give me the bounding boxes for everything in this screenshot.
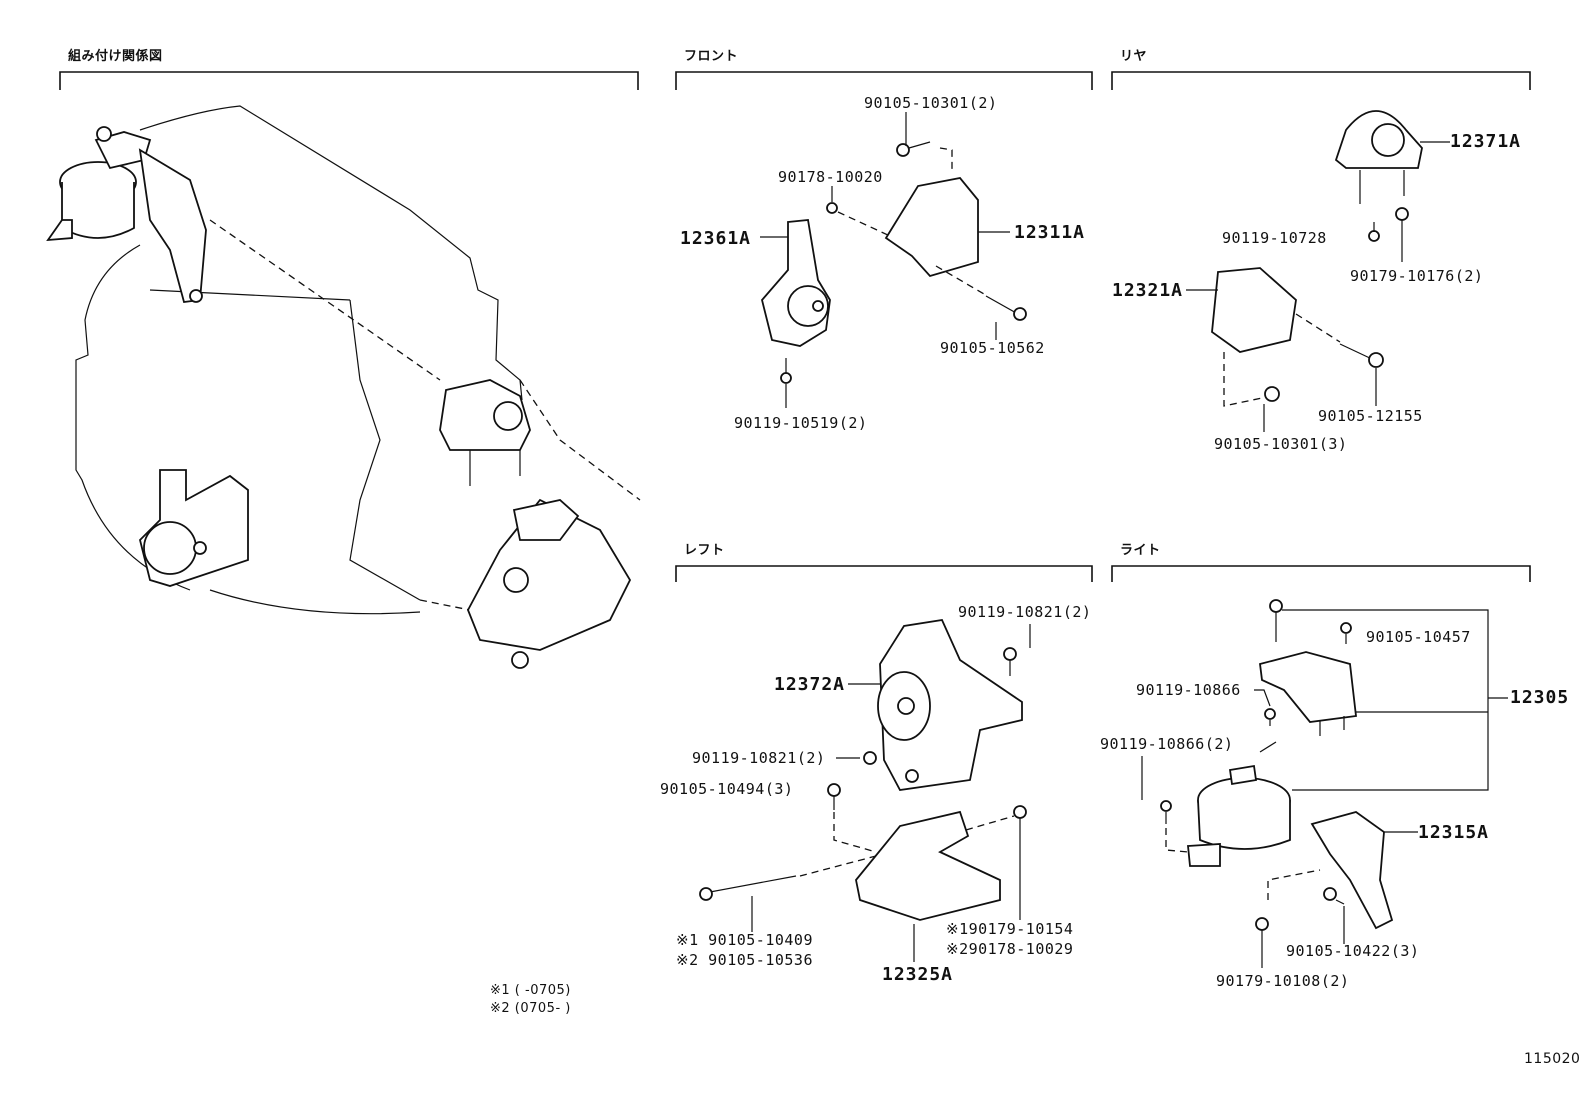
part-label-left-bolt-mid: 90119-10821(2) — [692, 749, 826, 767]
part-label-left-long-bolt-2: ※2 90105-10536 — [676, 951, 813, 969]
overview-rear-mount — [439, 379, 531, 486]
part-label-front-insulator: 12361A — [680, 228, 752, 249]
part-label-front-bolt-bottom: 90119-10519(2) — [734, 414, 868, 432]
part-label-rear-nut: 90179-10176(2) — [1350, 267, 1484, 285]
front-parts — [760, 112, 1027, 408]
right-parts — [1141, 599, 1508, 968]
part-label-left-nut-1: ※190179-10154 — [946, 920, 1074, 938]
part-label-right-bolt-1: 90105-10457 — [1366, 628, 1471, 646]
part-label-front-nut: 90178-10020 — [778, 168, 883, 186]
footnote-1: ※1 ( -0705) — [490, 983, 571, 998]
part-label-right-nut: 90179-10108(2) — [1216, 972, 1350, 990]
part-label-right-insulator: 12305 — [1510, 687, 1570, 708]
engine-outline — [75, 105, 641, 615]
footnote-2: ※2 (0705- ) — [490, 1001, 571, 1016]
rear-parts — [1186, 110, 1450, 432]
section-title-overview: 組み付け関係図 — [68, 49, 163, 64]
part-label-left-bolt-lower: 90105-10494(3) — [660, 780, 794, 798]
part-label-right-bolt-3: 90119-10866(2) — [1100, 735, 1234, 753]
overview-left-mount — [467, 498, 632, 669]
part-label-left-nut-2: ※290178-10029 — [946, 940, 1074, 958]
overview-right-mount — [46, 126, 207, 303]
part-label-right-bracket: 12315A — [1418, 822, 1490, 843]
part-label-right-bolt-4: 90105-10422(3) — [1286, 942, 1420, 960]
section-title-right: ライト — [1120, 543, 1161, 558]
part-label-front-bolt-long: 90105-10562 — [940, 339, 1045, 357]
part-label-left-insulator: 12372A — [774, 674, 846, 695]
section-title-front: フロント — [684, 49, 739, 64]
drawing-id: 115020 — [1524, 1051, 1581, 1067]
section-title-rear: リヤ — [1120, 49, 1148, 64]
part-label-rear-bolt-long: 90105-12155 — [1318, 407, 1423, 425]
part-label-front-bracket: 12311A — [1014, 222, 1086, 243]
overview-front-mount — [139, 469, 249, 587]
part-label-rear-insulator: 12371A — [1450, 131, 1522, 152]
section-title-left: レフト — [684, 543, 725, 558]
part-label-left-bracket: 12325A — [882, 964, 954, 985]
part-label-front-bolt-top: 90105-10301(2) — [864, 94, 998, 112]
part-label-rear-bolt-a: 90119-10728 — [1222, 229, 1327, 247]
part-label-rear-bracket: 12321A — [1112, 280, 1184, 301]
part-label-rear-bolt-b: 90105-10301(3) — [1214, 435, 1348, 453]
part-label-left-long-bolt-1: ※1 90105-10409 — [676, 931, 813, 949]
section-brackets — [59, 71, 1531, 582]
part-label-left-bolt-top: 90119-10821(2) — [958, 603, 1092, 621]
left-parts — [699, 619, 1031, 962]
part-label-right-bolt-2: 90119-10866 — [1136, 681, 1241, 699]
